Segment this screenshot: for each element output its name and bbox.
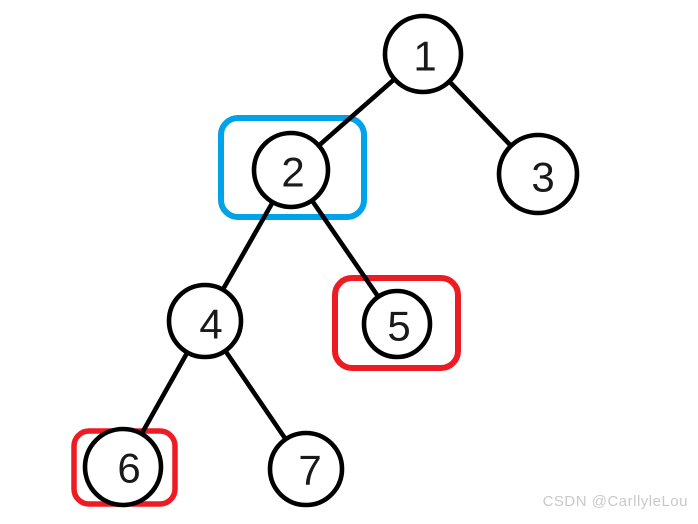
highlight-box-node-2 (218, 115, 367, 220)
tree-node-4 (166, 282, 244, 360)
tree-node-label-1: 1 (413, 33, 436, 80)
tree-node-2 (251, 130, 331, 210)
tree-node-label-3: 3 (531, 154, 554, 201)
tree-node-label-7: 7 (298, 447, 321, 494)
tree-node-7 (267, 430, 345, 508)
tree-node-label-4: 4 (199, 301, 222, 348)
tree-node-6 (82, 426, 164, 508)
tree-node-3 (496, 132, 580, 216)
tree-node-label-5: 5 (387, 303, 410, 350)
watermark-text: CSDN @CarllyleLou (542, 493, 688, 510)
highlight-box-node-5 (332, 275, 461, 371)
tree-node-label-2: 2 (281, 149, 304, 196)
tree-node-1 (382, 13, 464, 95)
tree-node-label-6: 6 (117, 445, 140, 492)
tree-node-5 (361, 288, 433, 360)
